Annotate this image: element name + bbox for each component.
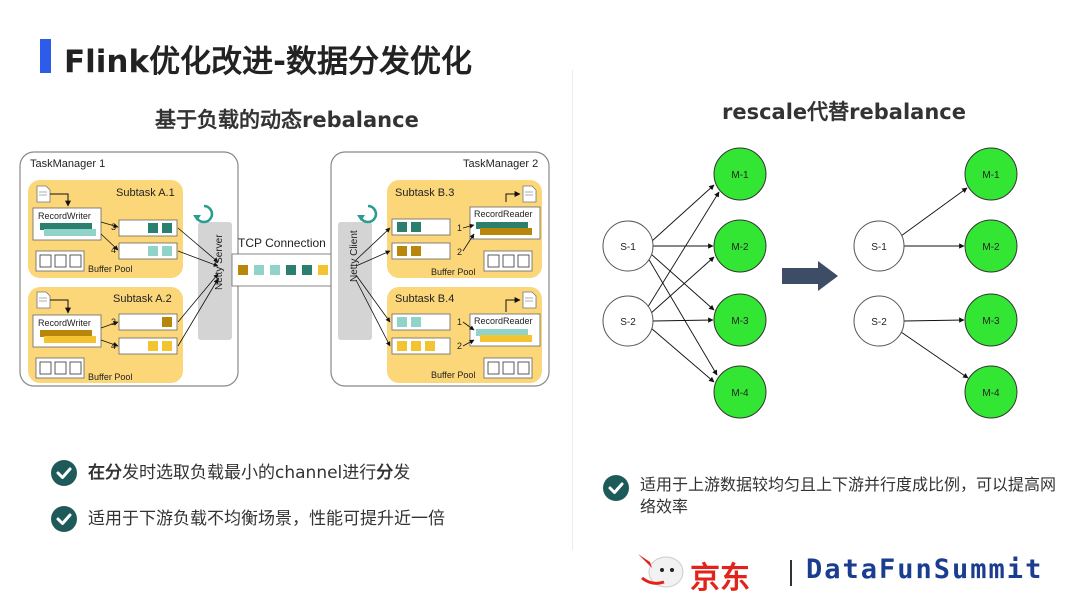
tcp-connection-label: TCP Connection (238, 236, 326, 250)
source-node-s1 (602, 220, 654, 272)
target-node-m3 (713, 293, 767, 347)
target-node-m3-rescale (964, 293, 1018, 347)
taskmanager-2-label: TaskManager 2 (463, 158, 538, 170)
target-node-m1-rescale (964, 147, 1018, 201)
channel-2b-label: 2 (457, 341, 462, 351)
left-subtitle: 基于负载的动态rebalance (155, 108, 419, 132)
datafun-summit-logo: DataFunSummit (806, 554, 1044, 585)
record-writer-a2-label: RecordWriter (38, 318, 91, 328)
target-node-m2-rescale-label: M-2 (982, 242, 1000, 253)
channel-1b-label: 1 (457, 317, 462, 327)
bullet-left-2: 适用于下游负载不均衡场景，性能可提升近一倍 (50, 505, 445, 533)
subtask-a1-label: Subtask A.1 (116, 187, 175, 199)
bullet-left-1-text: 在分发时选取负载最小的channel进行分发 (88, 463, 411, 483)
netty-client-box (338, 222, 372, 340)
rebalance-diagram: TaskManager 1 Subtask A.1 RecordWriter 3… (19, 151, 550, 387)
channel-3b-label: 3 (111, 317, 116, 327)
source-node-s2 (602, 295, 654, 347)
refresh-icon (357, 204, 378, 224)
subtask-a2-label: Subtask A.2 (113, 293, 172, 305)
target-node-m3-label: M-3 (731, 316, 749, 327)
check-icon (51, 506, 77, 532)
source-node-s2-label: S-2 (620, 317, 636, 328)
title-accent-bar (40, 39, 51, 73)
right-subtitle: rescale代替rebalance (722, 100, 966, 124)
netty-client-label: Netty Client (349, 230, 360, 282)
document-icon (36, 291, 51, 309)
target-node-m1 (713, 147, 767, 201)
target-node-m3-rescale-label: M-3 (982, 316, 1000, 327)
check-icon (51, 460, 77, 486)
source-node-s1-label: S-1 (620, 242, 636, 253)
taskmanager-1-label: TaskManager 1 (30, 158, 105, 170)
bullet-left-2-text: 适用于下游负载不均衡场景，性能可提升近一倍 (88, 509, 445, 529)
source-node-s2-rescale-label: S-2 (871, 317, 887, 328)
jd-logo-text: 京东 (690, 561, 750, 596)
target-node-m2 (713, 219, 767, 273)
source-node-s1-rescale-label: S-1 (871, 242, 887, 253)
channel-1-label: 1 (457, 223, 462, 233)
target-node-m4-rescale-label: M-4 (982, 388, 1000, 399)
footer-divider (790, 560, 792, 586)
record-reader-b3-label: RecordReader (474, 209, 533, 219)
record-writer-a1-label: RecordWriter (38, 211, 91, 221)
target-node-m2-rescale (964, 219, 1018, 273)
buffer-pool-b4-label: Buffer Pool (431, 370, 475, 380)
record-reader-b4-label: RecordReader (474, 316, 533, 326)
target-node-m2-label: M-2 (731, 242, 749, 253)
channel-3-label: 3 (111, 222, 116, 232)
refresh-icon (193, 204, 214, 224)
target-node-m1-rescale-label: M-1 (982, 170, 1000, 181)
rescale-diagram: S-1 S-2 M-1 M-2 M-3 M-4 S-1 S-2 M-1 M-2 … (602, 147, 1018, 419)
document-icon (522, 291, 537, 309)
netty-server-label: Netty Server (214, 234, 225, 290)
target-node-m4-label: M-4 (731, 388, 749, 399)
section-divider (572, 70, 573, 550)
jd-mascot-icon (638, 554, 684, 588)
source-node-s1-rescale (853, 220, 905, 272)
target-node-m4-rescale (964, 365, 1018, 419)
document-icon (36, 185, 51, 203)
page-title: Flink优化改进-数据分发优化 (64, 44, 472, 80)
source-node-s2-rescale (853, 295, 905, 347)
buffer-pool-b3-label: Buffer Pool (431, 267, 475, 277)
document-icon (522, 185, 537, 203)
bullet-right-1: 适用于上游数据较均匀且上下游并行度成比例，可以提高网络效率 (602, 474, 1064, 518)
channel-4-label: 4 (111, 245, 116, 255)
bullet-left-1: 在分发时选取负载最小的channel进行分发 (50, 459, 410, 487)
subtask-b3-label: Subtask B.3 (395, 187, 454, 199)
buffer-pool-a1-label: Buffer Pool (88, 264, 132, 274)
check-icon (603, 475, 629, 501)
subtask-b4-label: Subtask B.4 (395, 293, 454, 305)
arrow-right-icon (782, 261, 838, 291)
target-node-m1-label: M-1 (731, 170, 749, 181)
target-node-m4 (713, 365, 767, 419)
channel-4b-label: 4 (111, 341, 116, 351)
bullet-right-1-text: 适用于上游数据较均匀且上下游并行度成比例，可以提高网络效率 (640, 475, 1057, 516)
buffer-pool-a2-label: Buffer Pool (88, 372, 132, 382)
channel-2-label: 2 (457, 247, 462, 257)
